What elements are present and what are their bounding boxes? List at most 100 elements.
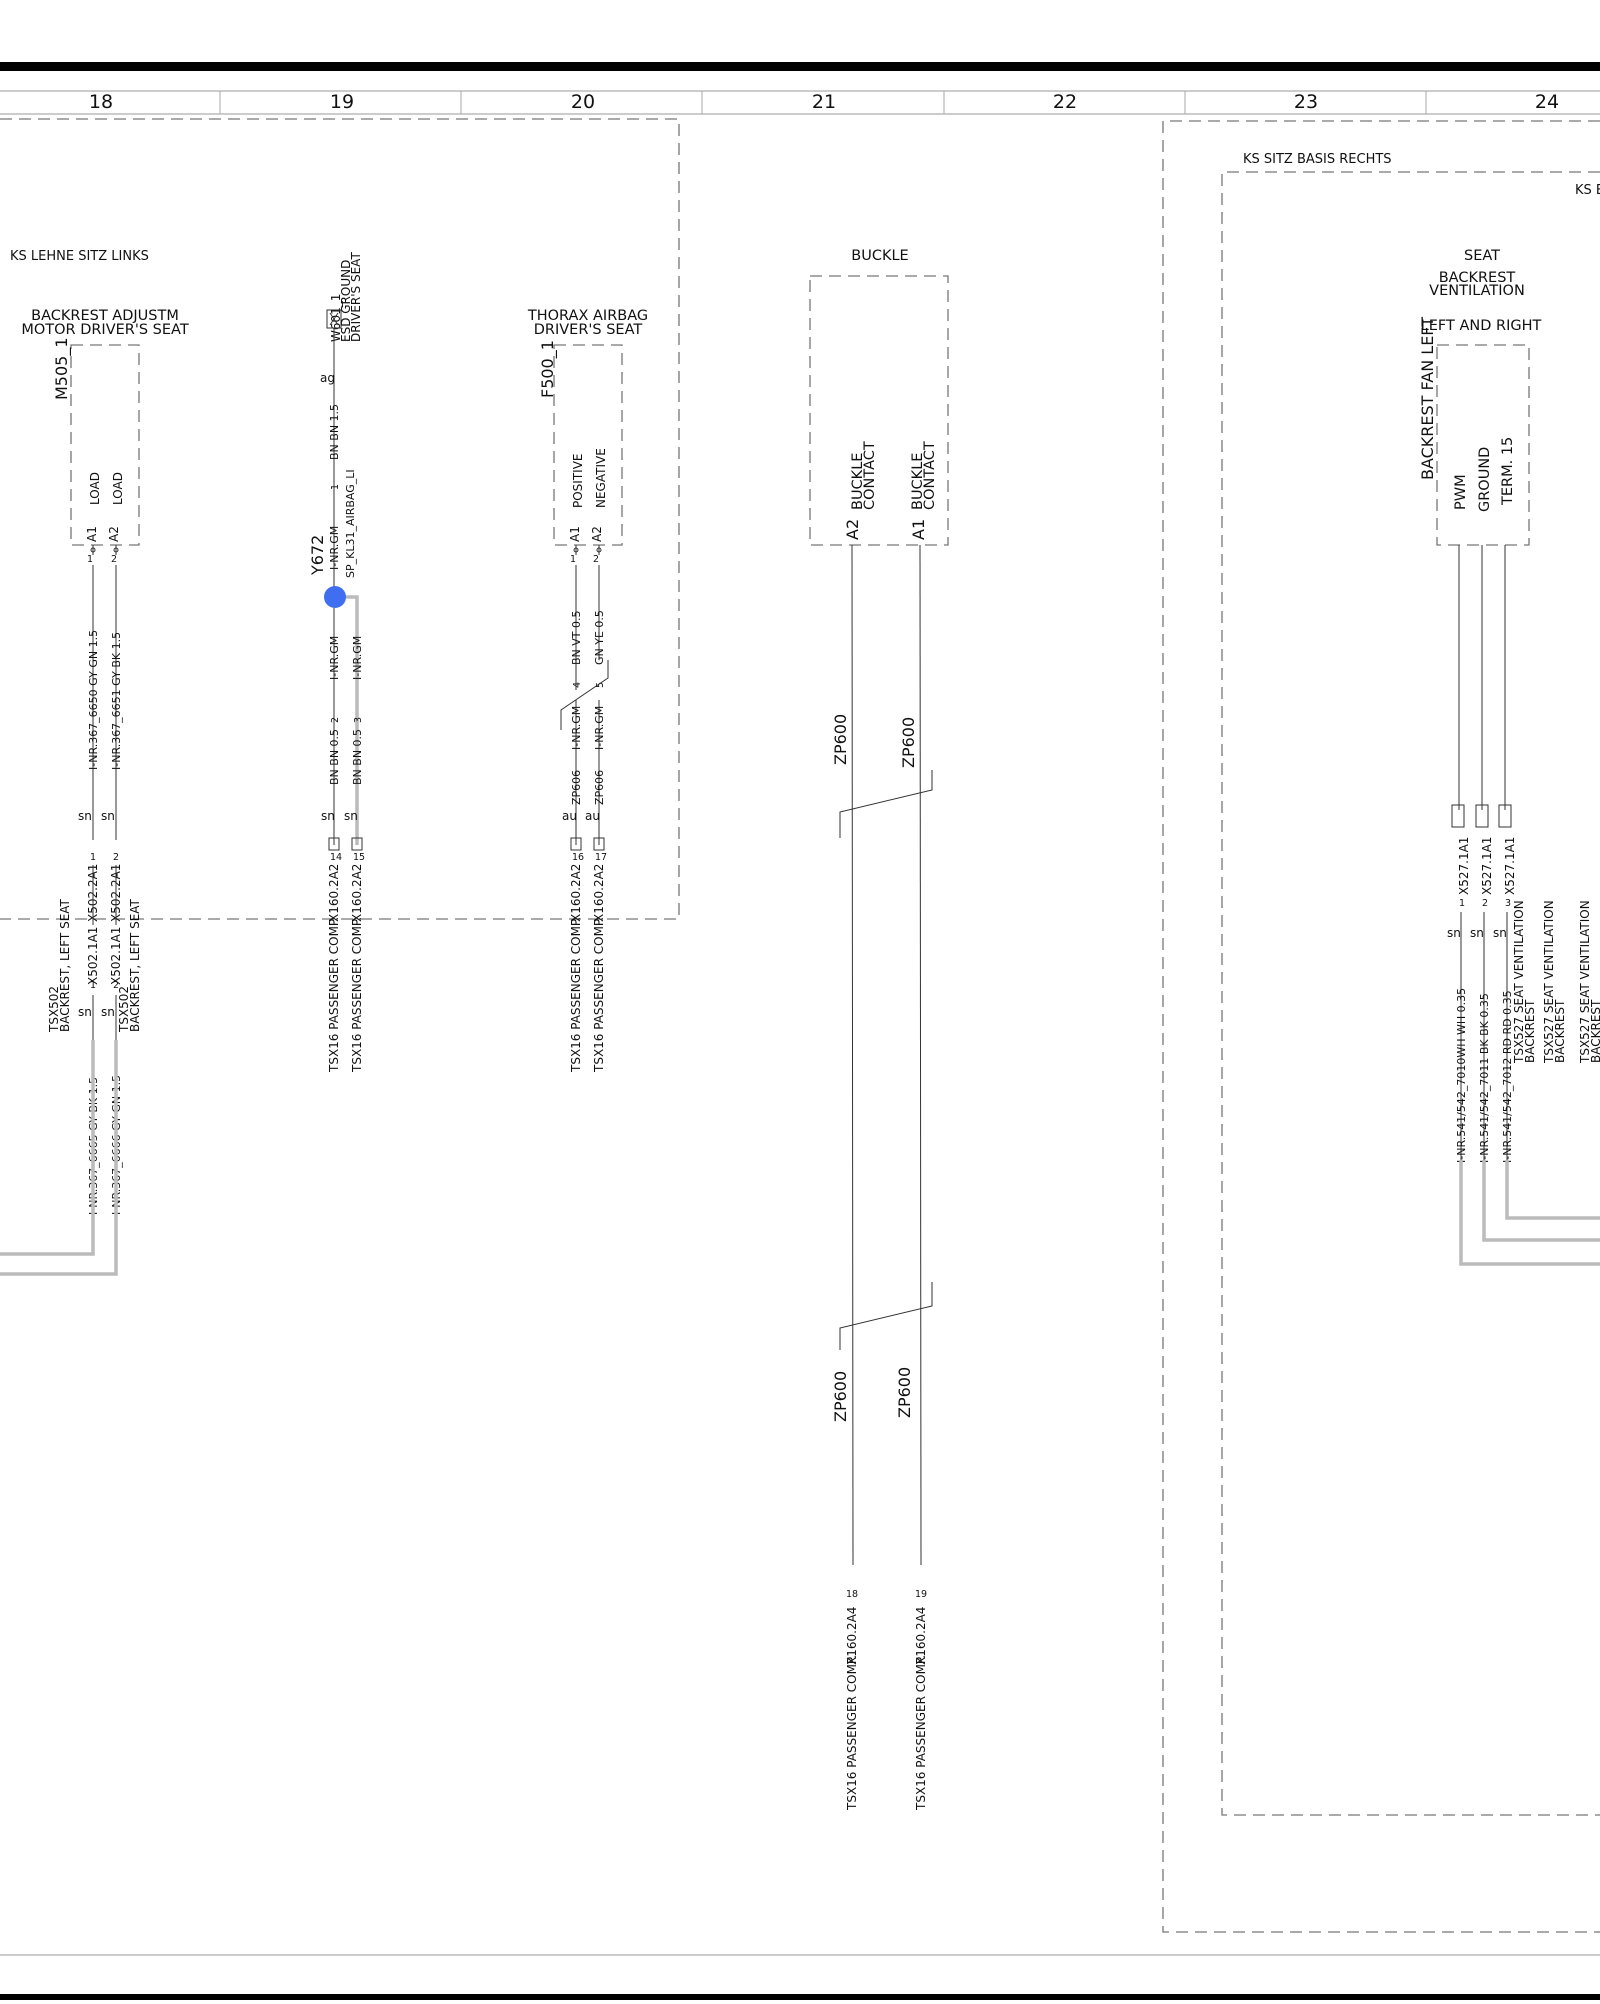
component-title: BACKREST: [1439, 270, 1516, 286]
column-dividers: [219, 91, 1427, 114]
column-number: 21: [812, 91, 836, 113]
component-title: BUCKLE: [851, 248, 908, 264]
pin-number: 1: [90, 980, 96, 991]
wire-label: I-NR.541/542_7011 BK BK 0.35: [1478, 993, 1491, 1163]
wire-label: I-NR.541/542_7010WH WH 0.35: [1455, 988, 1468, 1163]
pin-number: 3: [1505, 898, 1511, 909]
wire-label: ZP606: [593, 770, 606, 805]
pin-number: 2: [593, 554, 599, 565]
pin-number: 2: [111, 554, 117, 565]
pin-number: 2: [330, 717, 341, 723]
terminal-type: au: [585, 809, 600, 823]
harness-label: TSX16 PASSENGER COMP.: [914, 1655, 928, 1811]
pin-number: 1: [330, 484, 341, 490]
wire-label: I-NR.GM: [328, 636, 341, 680]
connector-id: X502.1A1: [109, 927, 123, 985]
connector-pin-icon: [1498, 804, 1512, 828]
wire-label: I-NR.541/542_7012 RD RD 0.35: [1501, 990, 1514, 1163]
wire-6665-gray: [0, 1040, 95, 1256]
top-frame-bar: [0, 62, 1600, 71]
harness-label: TSX502: [47, 986, 61, 1033]
connector-id: X160.2A2: [327, 864, 341, 922]
pin-number: 14: [330, 852, 342, 863]
terminal-type: sn: [321, 809, 335, 823]
pin-id: A1: [85, 526, 99, 542]
component-box-m505: [70, 344, 140, 546]
column-number: 20: [571, 91, 595, 113]
pin-id: A2: [590, 526, 604, 542]
connector-id: X502.1A1: [86, 927, 100, 985]
connector-id: X527.1A1: [1457, 837, 1471, 895]
group-box-ks-sitz-basis-rechts: [1162, 120, 1600, 1933]
harness-label: TSX527 SEAT VENTILATION: [1512, 900, 1526, 1064]
pin-number: 3: [353, 717, 364, 723]
terminal-type: sn: [101, 1005, 115, 1019]
pin-number: 1: [1459, 898, 1465, 909]
terminal-type: sn: [101, 809, 115, 823]
harness-label: TSX527 SEAT VENTILATION: [1542, 900, 1556, 1064]
component-box-backrest-fan: [1436, 344, 1530, 546]
bottom-frame-bar: [0, 1994, 1600, 2000]
wire-label: BN VT 0.5: [570, 610, 583, 665]
component-title: THORAX AIRBAG: [527, 308, 648, 324]
group-label: KS B: [1575, 183, 1600, 198]
component-box-f500: [553, 344, 623, 546]
harness-label: BACKREST, LEFT SEAT: [128, 898, 142, 1032]
component-box-buckle: [809, 275, 949, 546]
wire-label: I-NR.367_6650 GY GN 1.5: [87, 630, 100, 770]
wire-label: ZP600: [831, 714, 850, 765]
connector-id: X160.2A4: [914, 1607, 928, 1665]
pin-function: NEGATIVE: [594, 448, 608, 508]
harness-label: TSX16 PASSENGER COMP.: [845, 1655, 859, 1811]
connector-id: X160.2A2: [569, 864, 583, 922]
harness-label: TSX16 PASSENGER COMP.: [569, 917, 583, 1073]
harness-label: TSX16 PASSENGER COMP.: [327, 917, 341, 1073]
component-title: MOTOR DRIVER'S SEAT: [21, 322, 189, 338]
connector-pin-icon: [1451, 804, 1465, 828]
wire-label: I-NR.GM: [351, 636, 364, 680]
terminal-type: sn: [78, 1005, 92, 1019]
connector-id: X160.2A4: [845, 1607, 859, 1665]
pin-number: 17: [595, 852, 607, 863]
pin-function: GROUND: [1477, 447, 1493, 512]
wire-label: I-NR.GM: [570, 706, 583, 750]
terminal-type: sn: [344, 809, 358, 823]
shield-twist-icon: [839, 1282, 933, 1350]
pin-number: 15: [353, 852, 365, 863]
pin-function: LOAD: [111, 472, 125, 505]
wire-label: ZP600: [831, 1371, 850, 1422]
harness-label: TSX502: [117, 986, 131, 1033]
pin-function: CONTACT: [862, 441, 878, 510]
pin-number: 2: [113, 852, 119, 863]
component-title: DRIVER'S SEAT: [534, 322, 643, 338]
connector-pin-icon: [1475, 804, 1489, 828]
wire-label: BN BN 0.5: [328, 729, 341, 785]
pin-id: A2: [843, 519, 862, 540]
pin-number: 19: [915, 1589, 927, 1600]
pin-function: TERM. 15: [1500, 437, 1516, 506]
pin-number: 5: [595, 682, 606, 688]
component-id-m505: M505_1: [52, 337, 72, 400]
pin-function: POSITIVE: [571, 454, 585, 509]
pin-stubs-m505: [90, 545, 119, 555]
pin-function: LOAD: [88, 472, 102, 505]
splice-node-y672[interactable]: [324, 586, 346, 608]
wire-7010-gray: [1459, 1160, 1600, 1266]
wire-label: I-NR.GM: [328, 526, 341, 570]
component-title: BACKREST ADJUSTM: [31, 308, 179, 324]
wire-7011-gray: [1482, 1160, 1600, 1242]
component-title: VENTILATION: [1429, 283, 1525, 299]
pin-id: A1: [909, 519, 928, 540]
column-number: 22: [1053, 91, 1077, 113]
harness-label: BACKREST: [1553, 999, 1567, 1063]
harness-label: BACKREST: [1589, 999, 1600, 1063]
component-id-fan: BACKREST FAN LEFT: [1418, 317, 1437, 480]
pin-function: CONTACT: [922, 441, 938, 510]
connector-id: X160.2A2: [592, 864, 606, 922]
harness-label: TSX16 PASSENGER COMP.: [592, 917, 606, 1073]
component-title: LEFT AND RIGHT: [1421, 318, 1542, 334]
component-title: SEAT: [1464, 248, 1500, 264]
splice-branch: [346, 595, 359, 845]
terminal-type: ag: [320, 371, 335, 385]
